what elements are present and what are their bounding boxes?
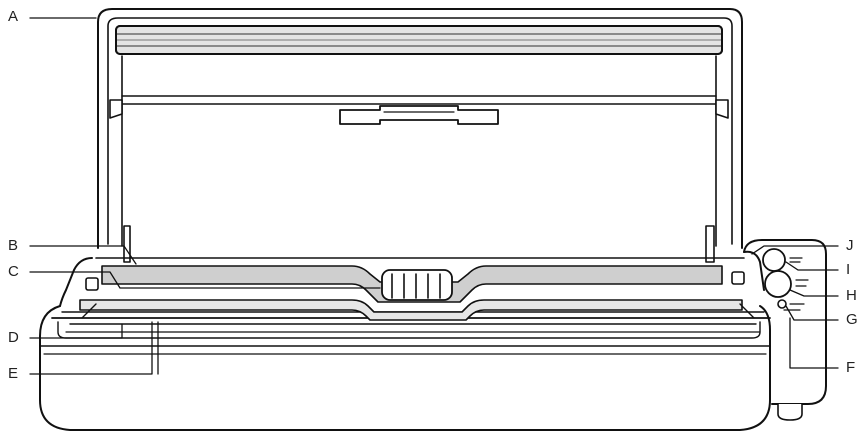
callout-c: C [8, 263, 19, 280]
callout-e: E [8, 365, 19, 382]
callout-h: H [846, 287, 857, 304]
lower-body [39, 305, 771, 431]
leader-e [29, 321, 153, 375]
leader-j [751, 245, 839, 255]
leader-h [789, 289, 839, 297]
button-i [762, 248, 786, 272]
callout-i: I [846, 261, 851, 278]
base-unit [39, 239, 827, 431]
callout-b: B [8, 237, 19, 254]
seal-bar [79, 299, 743, 321]
leader-b [29, 245, 137, 265]
vacuum-port [381, 269, 453, 301]
lid-top-roll [115, 25, 723, 55]
button-h [764, 270, 792, 298]
leader-i [785, 261, 839, 271]
callout-j: J [846, 237, 854, 254]
leader-c [29, 271, 381, 289]
leader-g [785, 305, 839, 321]
callout-d: D [8, 329, 19, 346]
control-housing [743, 239, 827, 405]
leader-lines [29, 17, 839, 375]
indicator-g [777, 299, 787, 309]
lid-latch [339, 105, 499, 125]
leader-f [789, 317, 839, 369]
callout-f: F [846, 359, 856, 376]
callout-g: G [846, 311, 858, 328]
sealing-area [65, 265, 761, 333]
control-panel [762, 248, 809, 311]
leader-d [29, 323, 123, 339]
open-lid [97, 8, 743, 263]
callout-a: A [8, 8, 19, 25]
